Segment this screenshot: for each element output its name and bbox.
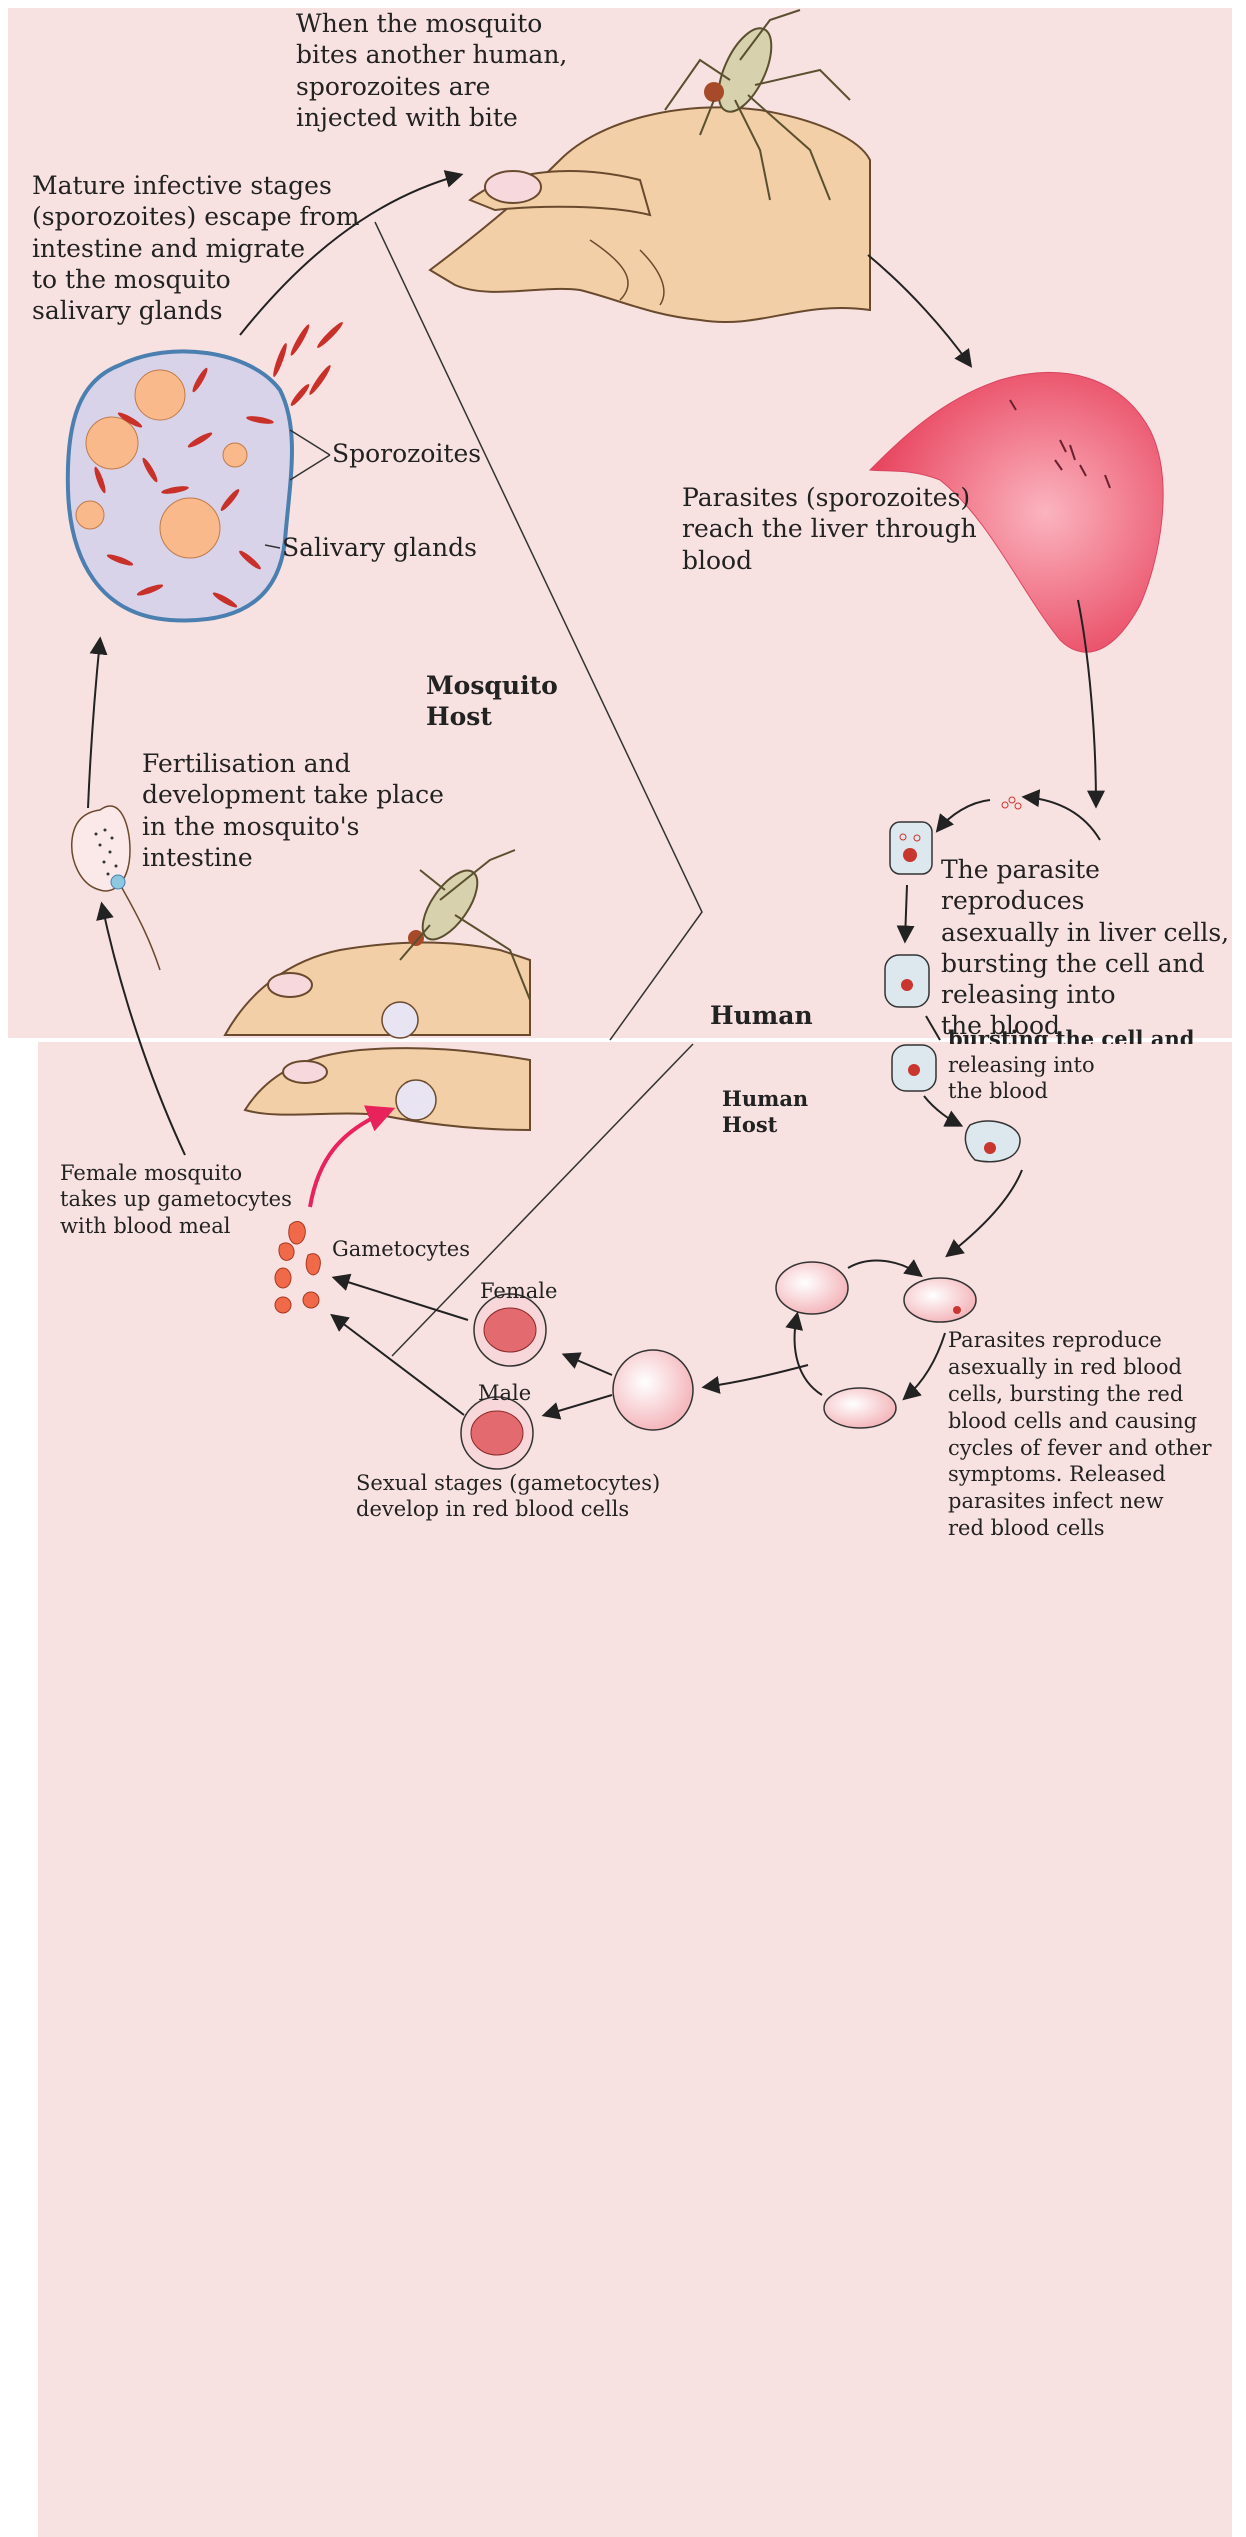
- label-sexual-stages: Sexual stages (gametocytes) develop in r…: [356, 1470, 660, 1523]
- label-salivary-glands: Salivary glands: [282, 532, 477, 563]
- label-female: Female: [480, 1278, 557, 1304]
- label-rbc-reproduce: Parasites reproduce asexually in red blo…: [948, 1327, 1212, 1542]
- label-mature-stages: Mature infective stages (sporozoites) es…: [32, 170, 359, 326]
- hand-top-illustration: [430, 107, 870, 322]
- label-sporozoites: Sporozoites: [332, 438, 481, 469]
- label-human: Human: [710, 1000, 813, 1031]
- label-male: Male: [478, 1380, 531, 1406]
- label-gametocytes: Gametocytes: [332, 1236, 470, 1262]
- label-human-host: Human Host: [722, 1086, 808, 1139]
- label-liver-reach: Parasites (sporozoites) reach the liver …: [682, 482, 977, 576]
- blood-meal-arrow: [310, 1110, 390, 1207]
- label-liver-reproduce: The parasite reproduces asexually in liv…: [941, 854, 1246, 1042]
- salivary-gland-illustration: [68, 320, 345, 620]
- label-female-mosquito: Female mosquito takes up gametocytes wit…: [60, 1160, 292, 1239]
- label-releasing-overlap: bursting the cell and: [948, 1026, 1194, 1044]
- hand-middle-illustration: [225, 850, 530, 1038]
- label-releasing-bottom: releasing into the blood: [948, 1052, 1095, 1105]
- label-fertilisation: Fertilisation and development take place…: [142, 748, 444, 873]
- hand-bottom-illustration: [245, 1048, 530, 1130]
- label-mosquito-bites: When the mosquito bites another human, s…: [296, 8, 567, 133]
- label-mosquito-host: Mosquito Host: [426, 670, 558, 733]
